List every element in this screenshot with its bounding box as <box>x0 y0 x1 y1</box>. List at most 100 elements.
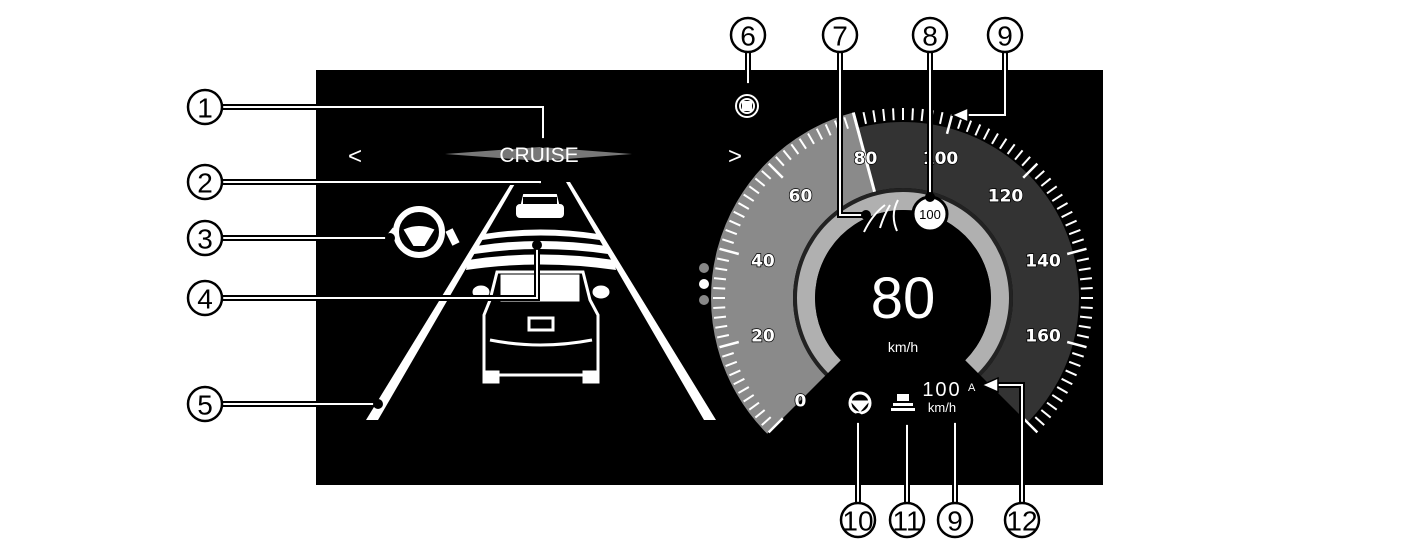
callout-circle <box>729 16 767 54</box>
callout-circle <box>1003 501 1041 539</box>
gauge-tick <box>872 110 877 123</box>
page-dot[interactable] <box>699 263 709 273</box>
callout-number: 6 <box>740 21 756 52</box>
gauge-tick <box>767 162 784 179</box>
gauge-tick <box>761 170 772 180</box>
set-speed-badge-value: 100 <box>919 207 941 222</box>
callout-number: 11 <box>892 506 921 537</box>
gauge-tick <box>1056 202 1069 210</box>
gauge-tick-label: 120 <box>988 186 1024 206</box>
gauge-tick <box>1079 277 1093 281</box>
gauge-tick <box>1034 170 1045 180</box>
gauge-tick <box>725 360 738 368</box>
callout-circle <box>186 385 224 423</box>
callout-number: 7 <box>832 21 848 52</box>
gauge-tick <box>807 132 815 145</box>
gauge-tick <box>1080 287 1093 290</box>
gauge-tick <box>729 369 741 377</box>
gauge-tick <box>775 156 785 167</box>
gauge-tick <box>721 352 735 358</box>
page-dot[interactable] <box>699 295 709 305</box>
gauge-tick <box>1078 267 1091 272</box>
gauge-tick <box>945 114 954 135</box>
gauge-tick <box>716 257 730 262</box>
gauge-tick <box>1051 193 1063 202</box>
gauge-tick <box>1046 401 1058 411</box>
gauge-tick <box>1034 416 1045 426</box>
gauge-tick <box>1066 247 1087 256</box>
gauge-tick <box>713 306 726 309</box>
gauge-tick <box>982 128 991 140</box>
gauge-tick <box>1076 334 1090 339</box>
gauge-tick <box>782 149 792 161</box>
gauge-tick <box>974 124 982 136</box>
speed-needle <box>851 112 876 193</box>
gauge-tick <box>761 416 772 426</box>
gauge-tick <box>713 277 727 281</box>
page-dot-active[interactable] <box>699 279 709 289</box>
gauge-tick <box>1040 177 1052 187</box>
callout-circle <box>186 88 224 126</box>
gauge-tick <box>737 202 750 210</box>
callout-circle <box>936 501 974 539</box>
callout-number: 10 <box>842 506 873 537</box>
gauge-tick-label: 140 <box>1025 251 1061 271</box>
gauge-tick <box>725 228 738 236</box>
gauge-tick-label: 60 <box>789 186 813 206</box>
steering-indicator-icon <box>848 391 872 415</box>
own-vehicle-icon <box>472 270 610 384</box>
gauge-tick <box>754 177 766 187</box>
gauge-tick <box>1065 219 1077 227</box>
gauge-tick <box>1040 409 1052 419</box>
gauge-tick <box>1068 228 1081 236</box>
speed-fill-band <box>711 112 875 434</box>
gauge-tick <box>843 116 849 130</box>
gauge-tick <box>719 340 740 349</box>
gauge-tick <box>920 108 924 122</box>
gauge-tick <box>1022 162 1039 179</box>
mode-title: CRUISE <box>499 144 578 167</box>
gauge-tick <box>716 334 730 339</box>
lead-vehicle-icon <box>516 194 564 218</box>
gauge-tick <box>748 185 760 195</box>
callout-circle <box>888 501 926 539</box>
set-speed-value: 100 <box>922 379 961 401</box>
callout-circle <box>186 163 224 201</box>
gauge-tick <box>1071 352 1085 358</box>
vehicle-ahead-detection-icon <box>735 94 759 118</box>
gauge-tick <box>892 108 895 121</box>
gauge-tick <box>1006 143 1016 155</box>
gauge-tick <box>939 111 944 125</box>
gauge-tick <box>1068 360 1081 368</box>
arrow-icon <box>980 376 999 394</box>
gauge-tick <box>1071 238 1085 244</box>
gauge-tick <box>715 267 728 272</box>
title-highlight <box>445 147 632 161</box>
gauge-tick <box>882 108 886 122</box>
gauge-tick <box>713 315 727 319</box>
speed-dark-band <box>857 121 1080 423</box>
callout-circle <box>186 279 224 317</box>
gauge-tick-label: 40 <box>751 251 775 271</box>
inner-ring <box>797 191 1009 373</box>
set-speed-unit: km/h <box>928 400 956 415</box>
gauge-tick <box>965 120 973 133</box>
gauge-tick <box>1078 324 1091 329</box>
callout-circle <box>821 16 859 54</box>
callout-number: 12 <box>1006 506 1037 537</box>
callout-circle <box>186 219 224 257</box>
callout-number: 1 <box>197 93 213 124</box>
gauge-tick <box>1066 340 1087 349</box>
gauge-tick <box>737 386 750 394</box>
callout-number: 2 <box>197 168 213 199</box>
nav-next-arrow[interactable]: > <box>728 143 742 170</box>
nav-prev-arrow[interactable]: < <box>348 143 362 170</box>
callout-number: 4 <box>197 284 213 315</box>
gauge-tick-label: 20 <box>751 327 775 347</box>
gauge-tick-label: 160 <box>1025 327 1061 347</box>
gauge-tick <box>1014 149 1024 161</box>
gauge-tick <box>743 193 755 202</box>
